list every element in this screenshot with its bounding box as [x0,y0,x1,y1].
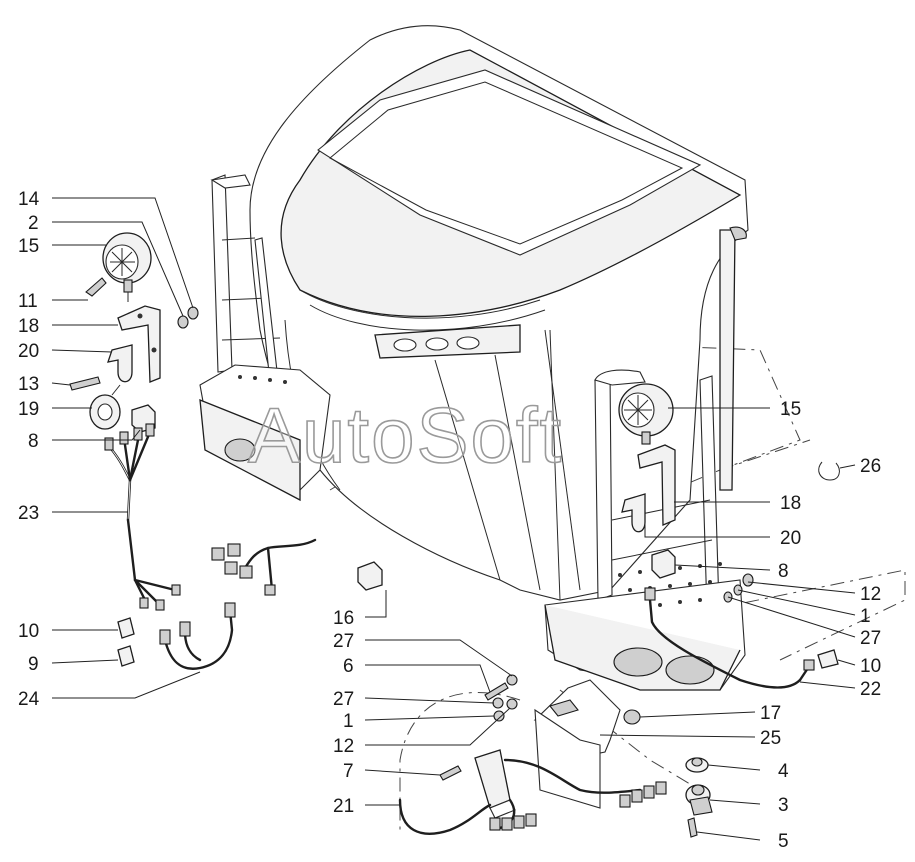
callout-10: 10 [18,621,39,642]
callout-12-right: 12 [860,584,881,605]
callout-18-right: 18 [780,493,801,514]
lamp-bracket-right [637,444,676,526]
horn-19 [89,384,121,430]
bolt-7 [439,765,462,781]
callout-5: 5 [778,831,789,852]
control-unit-21 [398,749,667,835]
relay-8-right [651,549,676,579]
nut-27-b [492,697,504,709]
callout-15: 15 [18,236,39,257]
watermark-text: AutoSoft [248,391,563,479]
washer-1 [493,710,505,722]
callout-numbers-right: 15 26 18 20 8 12 1 27 10 22 17 25 4 3 5 [760,399,881,852]
clamp-20 [107,344,133,383]
left-step [199,364,331,502]
right-handrail [594,369,721,646]
cab-assembly [249,25,906,830]
callout-12: 12 [333,736,354,757]
callout-9: 9 [28,654,39,675]
nut-14 [187,306,199,320]
callout-11: 11 [18,291,38,312]
callout-27-top: 27 [333,631,354,652]
left-exploded-parts [69,232,317,670]
callout-2: 2 [28,213,39,234]
lamp-bracket-left [117,305,161,383]
callout-17: 17 [760,703,781,724]
callout-14: 14 [18,189,40,210]
callout-13: 13 [18,374,39,395]
callout-21: 21 [333,796,354,817]
clip-26 [818,461,840,481]
connector-10-right [817,649,839,669]
washer-12 [506,698,518,710]
callout-4: 4 [778,761,789,782]
center-exploded-parts [357,561,713,838]
connector-10-left [117,617,135,639]
callout-numbers-center: 16 27 6 27 1 12 7 21 [333,608,354,817]
callout-23: 23 [18,503,39,524]
callout-numbers-left: 14 2 15 11 18 20 13 19 8 23 10 9 24 [18,189,40,710]
callout-10-right: 10 [860,656,881,677]
callout-15-right: 15 [780,399,801,420]
callout-24: 24 [18,689,40,710]
sunroof-hatch [317,69,702,256]
harness-24 [159,602,236,670]
callout-16: 16 [333,608,354,629]
callout-1: 1 [343,711,354,732]
callout-26: 26 [860,456,881,477]
callout-20-right: 20 [780,528,801,549]
connector-9 [117,645,135,667]
callout-20: 20 [18,341,39,362]
callout-6: 6 [343,656,354,677]
bolt-13 [69,376,101,391]
washer-12-right [742,573,754,587]
callout-18: 18 [18,316,39,337]
left-handrail [210,174,281,383]
switch-4-3-5 [685,757,713,838]
relay-16 [357,561,383,591]
callout-19: 19 [18,399,39,420]
bolt-11 [85,277,107,297]
callout-7: 7 [343,761,354,782]
callout-8-right: 8 [778,561,789,582]
callout-1-right: 1 [860,606,871,627]
bushing-17 [623,709,641,725]
leader-lines [51,197,856,841]
work-lamp-left [102,232,152,302]
bolt-6 [484,682,509,701]
harness-23 [104,423,181,611]
callout-25: 25 [760,728,781,749]
callout-27-mid: 27 [333,689,354,710]
cab-harness [211,538,317,596]
callout-22: 22 [860,679,881,700]
washer-2 [177,315,189,329]
work-lamp-right [618,383,674,445]
callout-8: 8 [28,431,39,452]
right-step [544,562,746,691]
callout-3: 3 [778,795,789,816]
callout-27-right: 27 [860,628,881,649]
right-exploded-parts [618,383,840,689]
harness-22 [644,587,815,689]
nut-27-a [506,674,518,686]
